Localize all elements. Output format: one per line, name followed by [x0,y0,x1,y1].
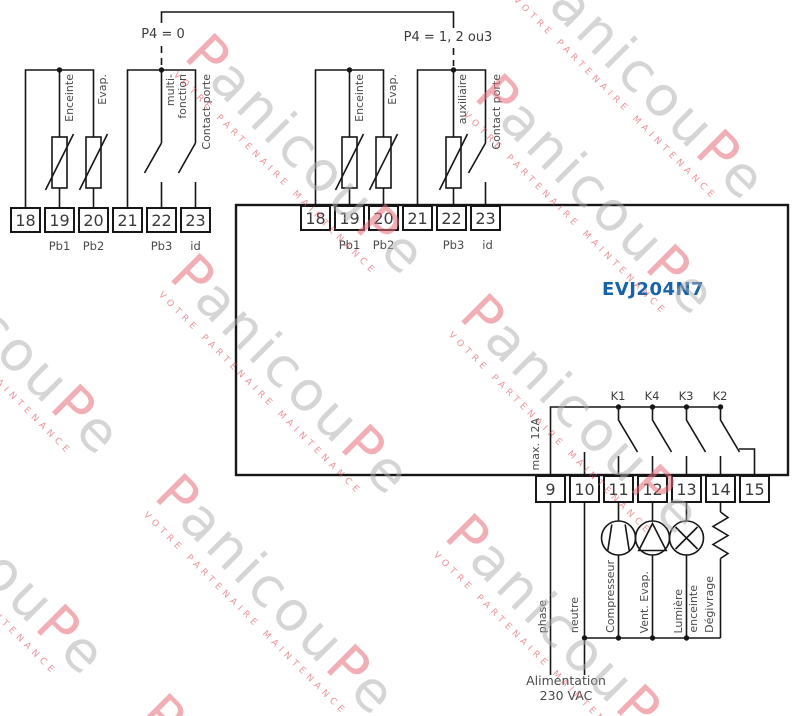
enceinte-probe-label-right: Enceinte [353,74,366,122]
max-current-label: max. 12A [529,417,542,470]
terminal-20-right: 20 [368,205,399,231]
terminal-21-right: 21 [402,205,433,231]
terminal-22-left: 22 [146,207,177,233]
door-contact-switch-blade [177,142,197,174]
junction-dot [717,404,724,410]
terminal-15: 15 [739,475,770,503]
terminal-22-right: 22 [436,205,467,231]
terminal-23-right: 23 [470,205,501,231]
output-wiring [549,503,730,675]
pin-label-pb2-right: Pb2 [372,238,395,252]
junction-dot [649,404,656,410]
relay-label-k1: K1 [610,389,626,403]
relay-label-k3: K3 [678,389,694,403]
terminal-19-right: 19 [334,205,365,231]
terminal-23-left: 23 [180,207,211,233]
defrost-resistor-symbol [711,511,730,560]
relay-label-k2: K2 [712,389,728,403]
supply-label-line1: Alimentation [526,673,606,688]
phase-label: phase [536,599,549,633]
terminal-20-left: 20 [78,207,109,233]
relay-contacts-wiring [549,404,756,475]
junction-dot [615,635,622,641]
evap-probe-label-right: Evap. [386,74,399,105]
left-terminal-row: 18 19 20 21 22 23 [10,207,211,233]
pin-label-pb3-right: Pb3 [442,238,465,252]
terminal-10: 10 [569,475,600,503]
door-contact-switch-blade [467,142,487,174]
compressor-symbol [600,520,637,556]
junction-dot [683,404,690,410]
relay-contact-k2 [719,407,741,453]
relay-label-k4: K4 [644,389,660,403]
terminal-18-left: 18 [10,207,41,233]
model-name: EVJ204N7 [602,279,705,300]
fan-symbol [634,520,671,556]
pin-label-id-right: id [482,238,493,252]
compressor-label: Compresseur [604,560,617,633]
defrost-label: Dégivrage [703,576,716,633]
lamp-symbol [668,520,705,556]
door-contact-label-left: Contact porte [200,74,213,150]
light-label-line2: enceinte [687,585,700,633]
pin-label-id-left: id [190,239,201,253]
controller-outline [234,203,790,477]
p4-config-left-label: P4 = 0 [141,27,185,42]
multi-function-label-line2: fonction [176,74,189,119]
terminal-14: 14 [705,475,736,503]
evap-probe-label-left: Evap. [96,74,109,105]
terminal-13: 13 [671,475,702,503]
pin-label-pb3-left: Pb3 [150,239,173,253]
config-link-wiring [160,11,455,66]
right-probe-block-wiring [314,67,487,205]
p4-config-right-label: P4 = 1, 2 ou3 [403,30,493,45]
light-label-line1: Lumière [672,588,685,634]
junction-dot [56,67,63,73]
enceinte-probe-label-left: Enceinte [63,74,76,122]
thermistor-symbol [334,133,469,191]
terminal-18-right: 18 [300,205,331,231]
pin-label-pb1-right: Pb1 [338,238,361,252]
multi-function-switch-blade [143,142,163,174]
fan-label: Vent. Evap. [638,570,651,633]
door-contact-label-right: Contact porte [490,74,503,150]
junction-dot [683,635,690,641]
junction-dot [450,67,457,73]
junction-dot [158,67,165,73]
terminal-12: 12 [637,475,668,503]
junction-dot [649,635,656,641]
terminal-11: 11 [603,475,634,503]
pin-label-pb2-left: Pb2 [82,239,105,253]
terminal-21-left: 21 [112,207,143,233]
left-probe-block-wiring [24,67,197,207]
right-terminal-row: 18 19 20 21 22 23 [300,205,501,231]
relay-contact-k4 [651,407,673,453]
neutral-label: neutre [568,596,581,633]
terminal-9: 9 [535,475,566,503]
pin-label-pb1-left: Pb1 [48,239,71,253]
relay-contact-k1 [617,407,639,453]
relay-contact-k3 [685,407,707,453]
terminal-19-left: 19 [44,207,75,233]
thermistor-symbol [44,133,109,191]
junction-dot [346,67,353,73]
supply-label-line2: 230 VAC [539,688,593,703]
junction-dot [581,635,588,641]
power-terminal-row: 9 10 11 12 13 14 15 [535,475,770,503]
auxiliary-probe-label: auxiliaire [456,74,469,125]
junction-dot [615,404,622,410]
